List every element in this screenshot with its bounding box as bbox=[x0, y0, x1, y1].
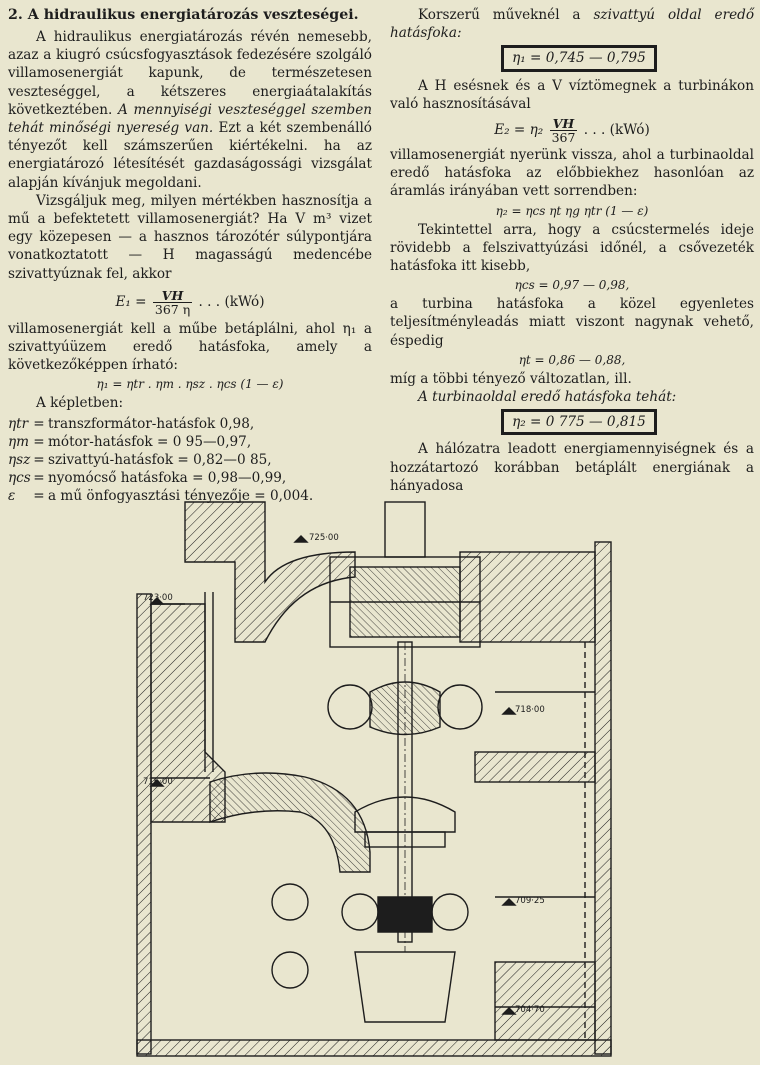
right-paragraph-5: a turbina hatásfoka a közel egyenletes t… bbox=[390, 296, 754, 349]
text-span: Ezt a két szembenálló tényezőt kell szám… bbox=[8, 120, 372, 191]
level-label: 718·00 bbox=[515, 705, 545, 715]
right-paragraph-6: míg a többi tényező változatlan, ill. bbox=[390, 370, 632, 387]
list-item: ηtr=transzformátor-hatásfok 0,98, bbox=[8, 415, 372, 433]
formula-lhs: E₂ = η₂ bbox=[494, 122, 544, 139]
list-item: ηm=mótor-hatásfok = 0 95—0,97, bbox=[8, 433, 372, 451]
formula-eta2: η₂ = ηcs ηt ηg ηtr (1 — ε) bbox=[495, 203, 649, 218]
penstock bbox=[209, 772, 371, 873]
left-column: 2. A hidraulikus energiatározás vesztesé… bbox=[8, 6, 372, 506]
list-item: ηsz=szivattyú-hatásfok = 0,82—0 85, bbox=[8, 451, 372, 469]
list-item: ε =a mű önfogyasztási tényezője = 0,004. bbox=[8, 487, 372, 505]
motor-cover bbox=[384, 501, 426, 558]
formula-unit: . . . (kWó) bbox=[194, 293, 265, 310]
right-paragraph-2: A H esésnek és a V víztömegnek a turbiná… bbox=[390, 77, 754, 112]
right-paragraph-8: A hálózatra leadott energiamennyiségnek … bbox=[390, 441, 754, 494]
spiral-casing-left bbox=[327, 684, 373, 730]
level-label: 723·00 bbox=[143, 593, 173, 603]
level-label: 725·00 bbox=[309, 533, 339, 543]
equals-sign: = bbox=[33, 452, 45, 469]
drain-pipe-1 bbox=[271, 883, 309, 921]
coupling-bell bbox=[354, 796, 456, 833]
emphasis-text: szivattyú oldal eredő hatásfoka: bbox=[390, 7, 755, 42]
base-slab bbox=[136, 1039, 612, 1057]
pump-casing-left bbox=[341, 893, 379, 931]
item-text: nyomócső hatásfoka = 0,98—0,99, bbox=[48, 470, 287, 487]
fraction-denominator: 367 bbox=[551, 130, 576, 146]
item-text: mótor-hatásfok = 0 95—0,97, bbox=[48, 433, 252, 450]
access-ladder bbox=[204, 592, 214, 772]
right-paragraph-4: Tekintettel arra, hogy a csúcstermelés i… bbox=[390, 221, 754, 275]
formula-eta1: η₁ = ηtr . ηm . ηsz . ηcs (1 — ε) bbox=[96, 377, 284, 392]
equals-sign: = bbox=[33, 470, 45, 487]
item-text: transzformátor-hatásfok 0,98, bbox=[48, 415, 255, 432]
level-label: 716·00 bbox=[143, 777, 173, 787]
equals-sign: = bbox=[33, 488, 45, 505]
level-label: 704·70 bbox=[515, 1005, 545, 1015]
symbol: ε bbox=[8, 488, 16, 505]
left-paragraph-3: villamosenergiát kell a műbe betáplálni,… bbox=[8, 320, 372, 374]
pump-impeller bbox=[377, 896, 433, 933]
text-span: Korszerű műveknél a bbox=[418, 7, 594, 23]
right-mid-block bbox=[474, 751, 596, 783]
right-outer-wall bbox=[594, 541, 612, 1055]
symbol: ηcs bbox=[8, 470, 31, 487]
symbol: ηm bbox=[8, 433, 30, 450]
formula-lhs: E₁ = bbox=[115, 293, 147, 310]
right-paragraph-1: Korszerű műveknél a szivattyú oldal ered… bbox=[390, 6, 754, 42]
symbol: ηtr bbox=[8, 415, 29, 432]
level-label: 709·25 bbox=[515, 896, 545, 906]
fraction-numerator: VH bbox=[152, 289, 193, 303]
formula-unit: . . . (kWó) bbox=[579, 122, 650, 139]
left-outer-wall bbox=[136, 593, 152, 1055]
section-heading: 2. A hidraulikus energiatározás vesztesé… bbox=[8, 7, 359, 23]
left-paragraph-1: A hidraulikus energiatározás révén nemes… bbox=[8, 28, 372, 192]
left-paragraph-2: Vizsgáljuk meg, milyen mértékben hasznos… bbox=[8, 192, 372, 282]
pump-turbine-section-drawing: 725·00 723·00 718·00 716·00 709·25 704·7… bbox=[136, 501, 612, 1057]
spiral-casing-right bbox=[437, 684, 483, 730]
fraction-numerator: VH bbox=[549, 117, 578, 132]
boxed-result-pump: η₁ = 0,745 — 0,795 bbox=[502, 46, 656, 71]
formula-eta-cs: ηcs = 0,97 — 0,98, bbox=[514, 278, 630, 293]
right-paragraph-3: villamosenergiát nyerünk vissza, ahol a … bbox=[390, 147, 754, 200]
right-upper-block bbox=[459, 551, 596, 643]
item-text: szivattyú-hatásfok = 0,82—0 85, bbox=[48, 452, 272, 469]
equals-sign: = bbox=[33, 433, 45, 450]
list-intro: A képletben: bbox=[36, 395, 124, 412]
boxed-result-turbine: η₂ = 0 775 — 0,815 bbox=[502, 410, 656, 435]
turbine-runner bbox=[369, 681, 441, 736]
list-item: ηcs=nyomócső hatásfoka = 0,98—0,99, bbox=[8, 469, 372, 487]
right-lower-block bbox=[494, 961, 596, 1041]
text-span: A hidraulikus energiatározás révén nemes… bbox=[8, 29, 372, 118]
formula-eta-t: ηt = 0,86 — 0,88, bbox=[518, 352, 626, 367]
fraction-denominator: 367 η bbox=[154, 301, 191, 317]
equals-sign: = bbox=[33, 415, 45, 432]
emphasis-text: A mennyiségi veszteséggel szemben tehát … bbox=[8, 101, 372, 137]
drain-pipe-2 bbox=[271, 951, 309, 989]
symbol: ηsz bbox=[8, 452, 31, 469]
suction-pipe bbox=[354, 951, 456, 1023]
efficiency-list: ηtr=transzformátor-hatásfok 0,98, ηm=mót… bbox=[8, 415, 372, 506]
generator-rotor bbox=[349, 566, 461, 638]
right-column: Korszerű műveknél a szivattyú oldal ered… bbox=[390, 6, 754, 495]
right-paragraph-7: A turbinaoldal eredő hatásfoka tehát: bbox=[418, 389, 677, 406]
item-text: a mű önfogyasztási tényezője = 0,004. bbox=[48, 488, 314, 505]
pump-casing-right bbox=[431, 893, 469, 931]
